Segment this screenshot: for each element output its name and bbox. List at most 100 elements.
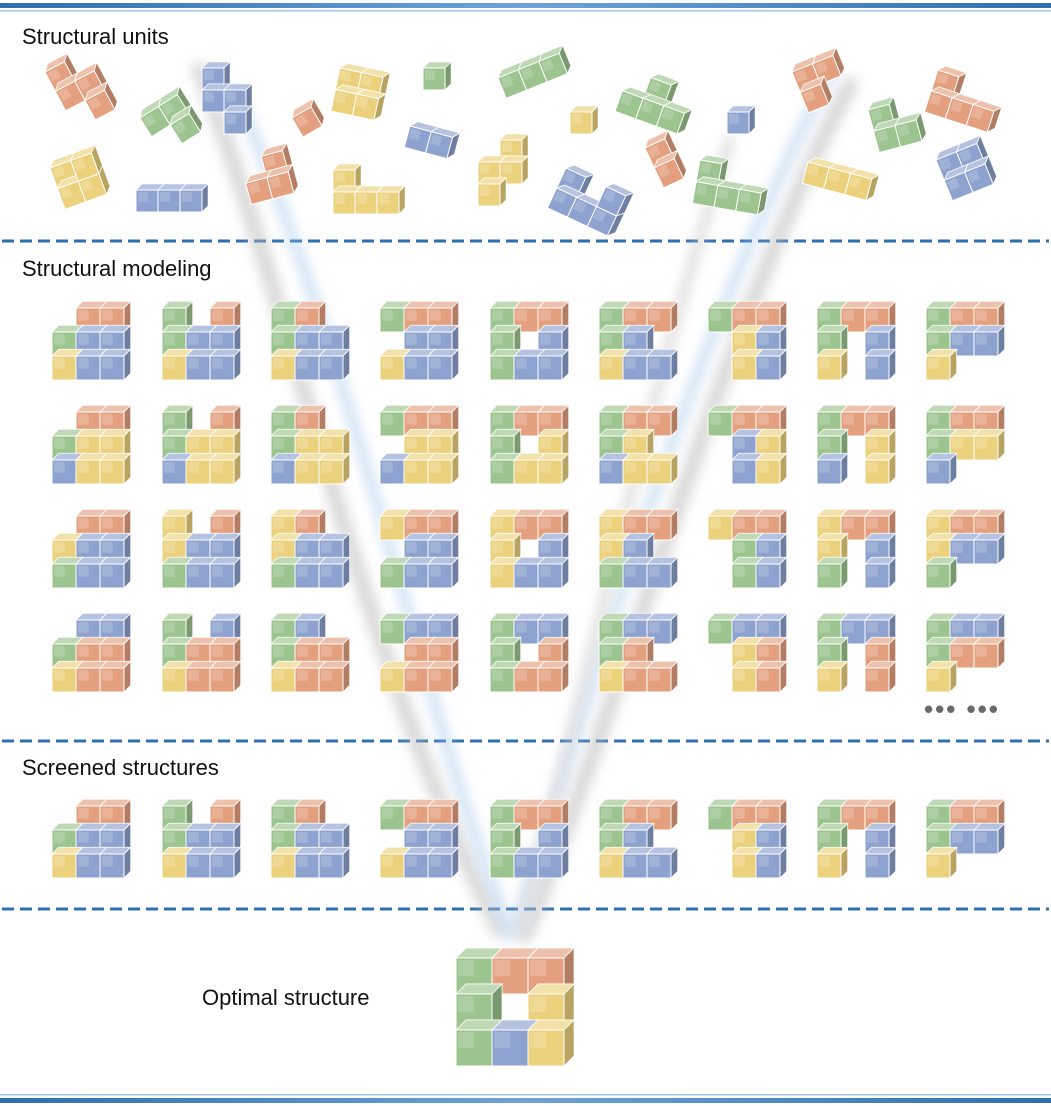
structural-unit-piece — [935, 134, 998, 202]
cube-b — [99, 846, 132, 879]
structural-unit-piece — [691, 154, 770, 216]
screened-structure — [270, 798, 351, 879]
modeled-structure — [379, 508, 460, 589]
cube-b — [427, 846, 460, 879]
cube-b — [209, 846, 242, 879]
screened-structures-row — [51, 798, 1006, 879]
modeled-structure — [598, 612, 679, 693]
structural-unit-piece — [867, 95, 927, 154]
cube-y — [537, 452, 570, 485]
cube-o — [646, 660, 679, 693]
cube-y — [731, 348, 764, 381]
cube-b — [755, 556, 788, 589]
structural-unit-piece — [330, 62, 392, 122]
cube-b — [209, 348, 242, 381]
modeled-structure — [51, 612, 132, 693]
cube-b — [99, 348, 132, 381]
cube-g — [925, 556, 958, 589]
structural-modeling-grid — [51, 300, 1006, 693]
unit-cube-y — [69, 144, 103, 182]
cube-b — [209, 556, 242, 589]
cube-b — [99, 556, 132, 589]
unit-cube-g — [538, 44, 572, 83]
screened-structure — [816, 798, 897, 879]
unit-cube-g — [735, 183, 770, 216]
cube-o — [646, 798, 679, 831]
structural-unit-piece — [139, 85, 204, 145]
cube-y — [925, 846, 958, 879]
structural-unit-piece — [614, 73, 694, 135]
unit-cube-b — [424, 126, 462, 160]
cube-o — [973, 636, 1006, 669]
cube-o — [646, 508, 679, 541]
screened-structure — [598, 798, 679, 879]
unit-cube-g — [422, 60, 453, 91]
modeled-structure — [379, 612, 460, 693]
cube-b — [185, 348, 218, 381]
unit-cube-o — [965, 100, 1003, 134]
cube-b — [864, 822, 897, 855]
unit-cube-o — [799, 75, 833, 114]
modeled-structure — [707, 612, 788, 693]
structural-units-scatter — [44, 44, 1003, 237]
unit-cube-b — [223, 104, 254, 135]
modeled-structure — [816, 404, 897, 485]
cube-b — [646, 612, 679, 645]
structural-unit-piece — [923, 65, 1003, 134]
unit-cube-g — [642, 73, 681, 107]
cube-o — [755, 660, 788, 693]
unit-cube-y — [351, 88, 387, 122]
modeled-structure — [707, 404, 788, 485]
structural-unit-piece — [244, 142, 299, 206]
unit-cube-o — [811, 46, 845, 85]
unit-cube-b — [201, 82, 232, 113]
cube-b — [973, 822, 1006, 855]
modeled-structure — [707, 300, 788, 381]
cube-y — [646, 452, 679, 485]
cube-b — [864, 556, 897, 589]
cube-o — [185, 660, 218, 693]
modeled-structure — [598, 508, 679, 589]
screened-structure — [51, 798, 132, 879]
cube-b — [646, 348, 679, 381]
structural-unit-piece — [44, 52, 118, 121]
section-title-structural-modeling: Structural modeling — [22, 256, 212, 281]
cube-o — [99, 660, 132, 693]
cube-b — [646, 846, 679, 879]
more-structures-ellipsis: ••• ••• — [924, 694, 1000, 724]
cube-b — [755, 612, 788, 645]
cube-o — [864, 798, 897, 831]
section-title-structural-units: Structural units — [22, 24, 169, 49]
modeled-structure — [161, 300, 242, 381]
cube-y — [973, 428, 1006, 461]
modeled-structure — [270, 508, 351, 589]
modeled-structure — [925, 508, 1006, 589]
modeled-structure — [598, 404, 679, 485]
cube-b — [973, 532, 1006, 565]
structural-unit-piece — [422, 60, 453, 91]
structural-unit-piece — [546, 164, 636, 237]
screened-structure — [489, 798, 570, 879]
cube-y — [816, 348, 849, 381]
unit-cube-o — [291, 97, 325, 138]
cube-o — [864, 660, 897, 693]
cube-y — [925, 348, 958, 381]
cube-b — [973, 324, 1006, 357]
cube-b — [646, 556, 679, 589]
cube-b — [864, 846, 897, 879]
bottom-border-thin — [0, 1094, 1051, 1096]
structural-unit-piece — [291, 97, 325, 138]
unit-cube-o — [653, 149, 687, 189]
cube-b — [864, 348, 897, 381]
modeled-structure — [816, 300, 897, 381]
cube-y — [925, 660, 958, 693]
cube-b — [537, 556, 570, 589]
cube-b — [537, 348, 570, 381]
structural-unit-piece — [569, 104, 600, 135]
modeled-structure — [161, 508, 242, 589]
cube-y — [99, 452, 132, 485]
flow-streak-grey-right — [517, 77, 858, 943]
top-border-bar — [0, 3, 1051, 8]
cube-y — [816, 846, 849, 879]
cube-b — [318, 348, 351, 381]
